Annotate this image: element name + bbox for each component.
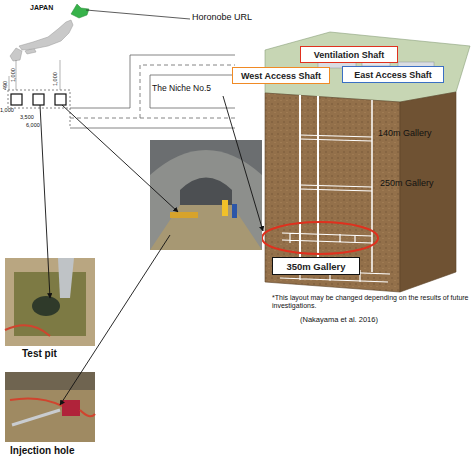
dimension-text: 1,000 — [52, 72, 58, 86]
test-pit-photo — [5, 258, 95, 346]
rock-front-face — [265, 93, 400, 292]
box-text: East Access Shaft — [354, 70, 432, 80]
gallery-250 — [300, 185, 372, 191]
injection-hole-photo — [5, 372, 95, 442]
annotation-text: (Nakayama et al. 2016) — [300, 316, 420, 325]
test-hole — [55, 94, 66, 105]
leader-arrow — [62, 105, 178, 212]
corridor-centerline — [70, 65, 235, 118]
gallery-niche — [282, 233, 372, 243]
annotation-text: 140m Gallery — [378, 128, 453, 138]
corridor-wall — [70, 55, 235, 108]
tunnel-photo — [150, 140, 262, 250]
hose — [10, 398, 95, 416]
worker — [222, 200, 228, 216]
location-leader — [86, 10, 190, 19]
hose — [5, 325, 50, 336]
injection-pipe — [12, 410, 60, 425]
annotation-text: The Niche No.5 — [152, 84, 232, 94]
tunnel-floor — [150, 205, 262, 250]
leader-arrow — [40, 105, 50, 298]
photo-caption: Injection hole — [10, 445, 100, 457]
leader-arrow — [223, 96, 263, 231]
leaders — [40, 96, 263, 405]
worker — [232, 204, 237, 218]
plan-drawing — [8, 55, 235, 128]
annotation-text: Horonobe URL — [192, 12, 272, 22]
photo-frame — [5, 372, 95, 442]
east-shaft — [317, 96, 319, 270]
pit-water — [14, 272, 86, 336]
pipe — [58, 258, 74, 298]
test-hole — [11, 94, 22, 105]
annotation-text: JAPAN — [30, 4, 70, 12]
corridor-wall — [70, 128, 235, 129]
label-box: Ventilation Shaft — [300, 46, 398, 63]
annotation-text: *This layout may be changed depending on… — [272, 294, 472, 310]
west-shaft — [299, 95, 301, 268]
box-text: Ventilation Shaft — [314, 50, 385, 60]
leader-arrow — [60, 235, 170, 405]
wall — [5, 372, 95, 390]
box-text: West Access Shaft — [241, 71, 321, 81]
honshu — [19, 20, 73, 50]
dimension-text: 1,000 — [10, 68, 16, 82]
tunnel-lining — [150, 150, 262, 250]
box-text: 350m Gallery — [286, 261, 345, 272]
label-box: 350m Gallery — [272, 257, 360, 275]
photo-frame — [150, 140, 262, 250]
dimension-text: 1,000 — [0, 107, 24, 113]
pit-hole — [32, 296, 60, 316]
equipment — [170, 212, 198, 218]
dimension-line — [9, 60, 60, 90]
hokkaido — [71, 4, 89, 18]
niche-outline — [8, 90, 70, 128]
kyushu — [10, 48, 22, 61]
photo-frame — [5, 258, 95, 346]
test-hole — [33, 94, 44, 105]
label-box: West Access Shaft — [232, 67, 330, 84]
niche-highlight — [262, 222, 378, 254]
photo-caption: Test pit — [22, 348, 92, 360]
corridor-wall — [150, 108, 235, 109]
label-box: East Access Shaft — [342, 66, 444, 83]
annotation-text: 250m Gallery — [380, 178, 455, 188]
dimension-text: 6,000 — [26, 122, 50, 128]
gallery-140 — [300, 135, 372, 141]
dimension-text: 3,500 — [20, 114, 44, 120]
corridor-wall — [150, 75, 235, 108]
japan-map — [10, 4, 190, 61]
rock-side-face — [400, 92, 456, 292]
dimension-text: 490 — [2, 81, 8, 90]
pump — [62, 400, 80, 416]
